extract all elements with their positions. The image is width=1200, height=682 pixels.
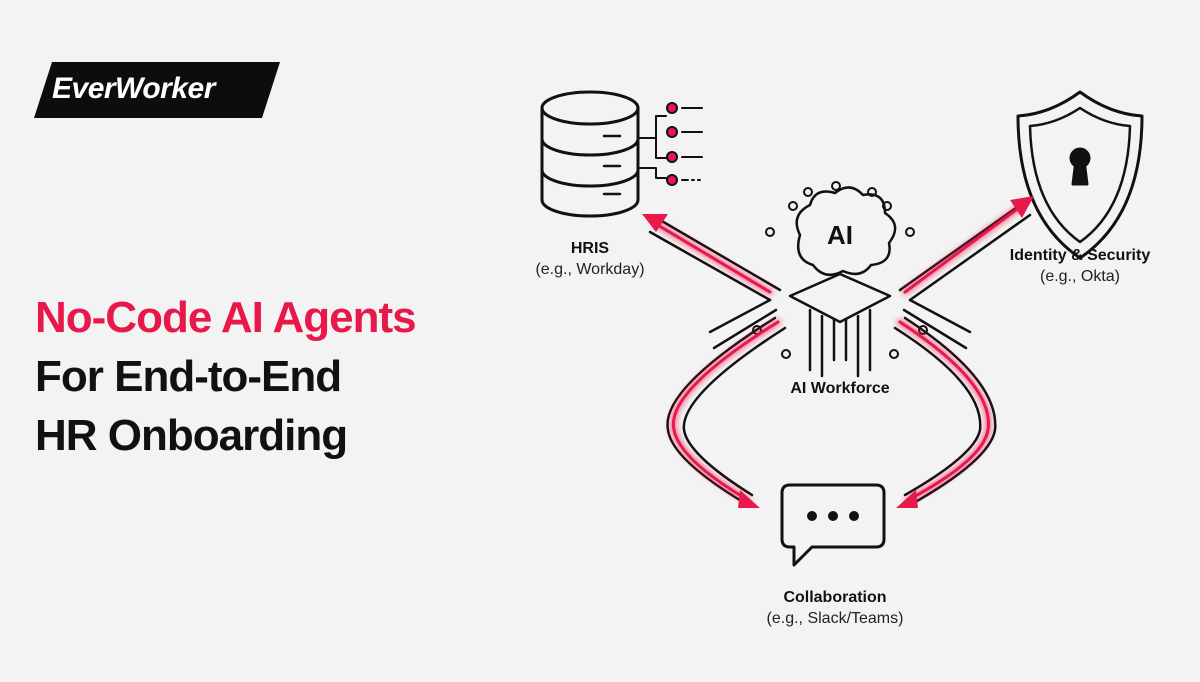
flow-arrows — [642, 196, 1034, 508]
node-identity-security: Identity & Security (e.g., Okta) — [980, 245, 1180, 287]
shield-lock-icon — [1016, 90, 1144, 260]
headline-line-2: For End-to-End — [35, 352, 342, 401]
logo-text: EverWorker — [52, 72, 215, 105]
flow-lines — [648, 203, 1032, 507]
node-subtitle: (e.g., Slack/Teams) — [766, 610, 904, 627]
node-collaboration: Collaboration (e.g., Slack/Teams) — [735, 587, 935, 629]
node-title: Identity & Security — [1009, 247, 1151, 264]
center-label: AI Workforce — [740, 378, 940, 399]
headline: No-Code AI Agents For End-to-End HR Onbo… — [35, 288, 417, 465]
node-subtitle: (e.g., Workday) — [535, 261, 645, 278]
headline-line-3: HR Onboarding — [35, 411, 348, 460]
node-title: HRIS — [570, 240, 610, 257]
node-hris: HRIS (e.g., Workday) — [500, 238, 680, 280]
arrowheads — [642, 196, 1034, 508]
database-icon — [540, 90, 703, 218]
center-title: AI Workforce — [790, 380, 890, 397]
headline-line-1: No-Code AI Agents — [35, 293, 417, 342]
ai-brain-chip-icon — [708, 181, 972, 378]
chat-bubble-icon — [780, 483, 886, 567]
node-subtitle: (e.g., Okta) — [1039, 268, 1121, 285]
ai-icon-text: AI — [827, 220, 853, 250]
logo-badge — [34, 62, 280, 118]
node-title: Collaboration — [783, 589, 887, 606]
